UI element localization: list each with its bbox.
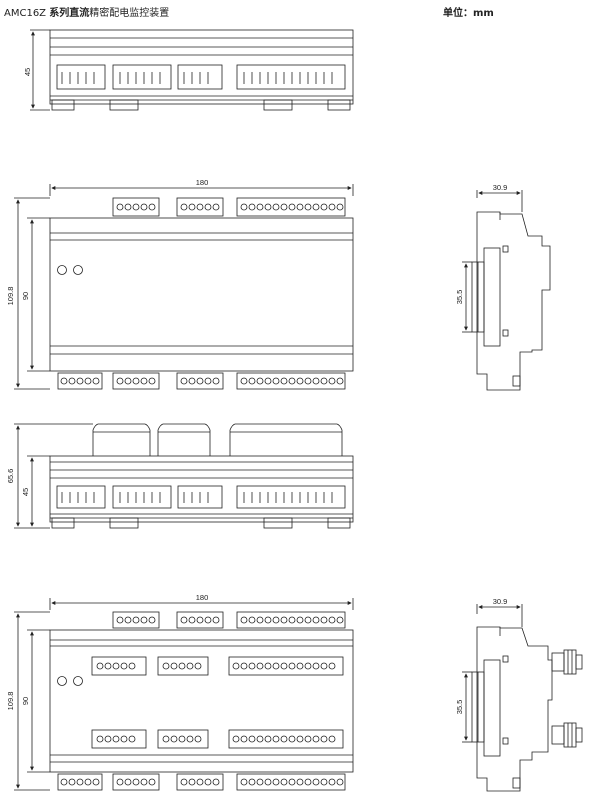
front-view-2: 180 109.8 90 (6, 593, 354, 791)
top1-pins (61, 72, 333, 84)
dim-top1-height: 45 (23, 68, 32, 76)
side2-lower-connector (551, 722, 583, 748)
front2-terminal-screws (60, 616, 344, 786)
side2-upper-connector (551, 649, 583, 675)
front1-terminal-screws (60, 203, 344, 385)
dim-top2-height-inner: 45 (21, 488, 30, 496)
dim-side1-width: 30.9 (493, 183, 508, 192)
title-model: AMC16Z (4, 8, 50, 19)
dim-front1-height-inner: 90 (21, 292, 30, 300)
dim-front2-height-outer: 109.8 (6, 692, 15, 711)
side-view-2: 30.9 35.5 (455, 597, 583, 792)
top2-pins (61, 492, 333, 503)
dim-top2-height-outer: 65.6 (6, 469, 15, 484)
dim-side1-rail: 35.5 (455, 290, 464, 305)
top-view-1: 45 (23, 29, 354, 111)
dim-side2-width: 30.9 (493, 597, 508, 606)
unit-label: 单位：mm (443, 8, 494, 19)
dim-front1-height-outer: 109.8 (6, 287, 15, 306)
dim-side2-rail: 35.5 (455, 700, 464, 715)
dim-front2-height-inner: 90 (21, 697, 30, 705)
dim-front1-width: 180 (196, 178, 209, 187)
title-name: 精密配电监控装置 (89, 8, 170, 19)
side-view-1: 30.9 35.5 (455, 183, 551, 391)
dim-front2-width: 180 (196, 593, 209, 602)
title-series: 系列直流 (49, 8, 90, 19)
drawing-title: AMC16Z 系列直流精密配电监控装置 (4, 4, 169, 19)
top-view-2: 65.6 45 (6, 423, 354, 529)
front-view-1: 180 109.8 90 (6, 178, 354, 390)
